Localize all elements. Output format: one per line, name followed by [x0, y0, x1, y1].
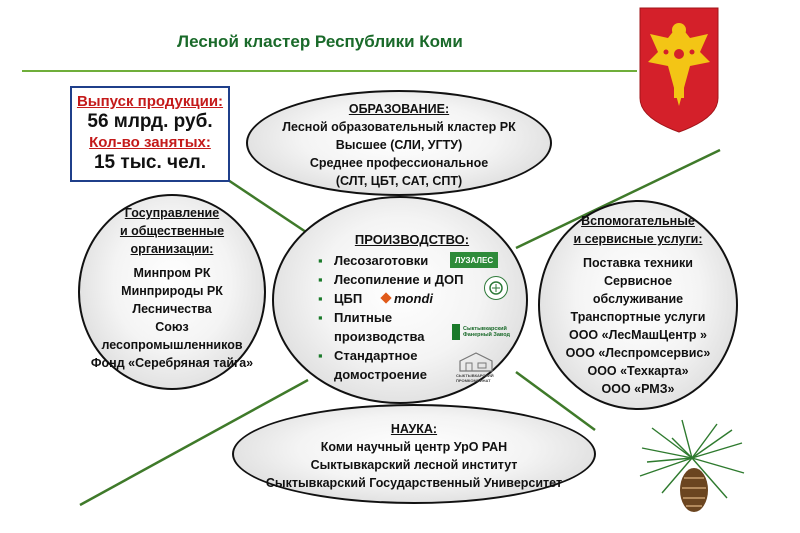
production-text: ПРОИЗВОДСТВО: Лесозаготовки Лесопиление … [318, 232, 518, 384]
production-item-text: Стандартное домостроение [334, 348, 428, 382]
title-underline [22, 70, 637, 72]
government-line: лесопромышленников [101, 338, 243, 352]
plywood-mill-logo-icon [484, 276, 508, 300]
production-heading: ПРОИЗВОДСТВО: [354, 232, 470, 247]
production-item: ЦБП [318, 289, 518, 308]
plywood-plant-text: Сыктывкарский Фанерный Завод [463, 326, 511, 338]
services-line: ООО «ЛесМашЦентр » [568, 328, 707, 342]
education-heading: ОБРАЗОВАНИЕ: [348, 102, 450, 116]
services-heading: и сервисные услуги: [573, 232, 703, 246]
science-text: НАУКА: Коми научный центр УрО РАН Сыктыв… [240, 420, 588, 492]
coat-of-arms-icon [639, 7, 719, 133]
science-line: Сыктывкарский лесной институт [310, 458, 518, 472]
education-line: Высшее (СЛИ, УГТУ) [335, 138, 463, 152]
government-ellipse [78, 194, 266, 390]
house-logo-text: СЫКТЫВКАРСКИЙ ПРОМКОМБИНАТ [456, 373, 494, 383]
mondi-logo: mondi [380, 290, 438, 306]
government-heading: Госуправление [124, 206, 220, 220]
services-heading: Вспомогательные [581, 214, 695, 228]
government-line: Лесничества [132, 302, 212, 316]
education-line: Лесной образовательный кластер РК [282, 120, 516, 134]
plywood-plant-mark-icon [452, 324, 460, 340]
mondi-logo-text: mondi [394, 290, 433, 306]
government-line: Союз [155, 320, 189, 334]
mondi-mark-icon [380, 292, 392, 304]
stats-box: Выпуск продукции: 56 млрд. руб. Кол-во з… [70, 86, 230, 182]
services-line: Поставка техники [583, 256, 693, 270]
government-line: Фонд «Серебряная тайга» [90, 356, 254, 370]
science-ellipse [232, 404, 596, 504]
production-item: Стандартное домостроение [318, 346, 518, 384]
education-ellipse [246, 90, 552, 196]
services-line: Транспортные услуги [570, 310, 706, 324]
government-line: Минпром РК [133, 266, 211, 280]
employed-label: Кол-во занятых: [89, 134, 211, 151]
production-item: Плитные производства [318, 308, 518, 346]
services-ellipse [538, 200, 738, 410]
education-text: ОБРАЗОВАНИЕ: Лесной образовательный клас… [256, 100, 542, 190]
output-value: 56 млрд. руб. [87, 111, 213, 132]
luzales-logo: ЛУЗАЛЕС [450, 252, 498, 268]
services-line: обслуживание [592, 292, 684, 306]
employed-value: 15 тыс. чел. [93, 152, 206, 173]
production-item-text: Плитные производства [334, 310, 425, 344]
government-heading: организации: [130, 242, 214, 256]
science-heading: НАУКА: [390, 422, 438, 436]
government-line: Минприроды РК [121, 284, 223, 298]
page-title: Лесной кластер Республики Коми [177, 32, 463, 51]
education-line: Среднее профессиональное [309, 156, 489, 170]
services-line: Сервисное [603, 274, 673, 288]
services-line: ООО «Техкарта» [587, 364, 689, 378]
plywood-plant-logo: Сыктывкарский Фанерный Завод [452, 320, 514, 344]
production-item: Лесозаготовки [318, 251, 518, 270]
government-heading: и общественные [119, 224, 225, 238]
pine-branch-icon [639, 419, 745, 512]
services-line: ООО «РМЗ» [601, 382, 675, 396]
production-item: Лесопиление и ДОП [318, 270, 518, 289]
science-line: Коми научный центр УрО РАН [320, 440, 508, 454]
services-line: ООО «Леспромсервис» [565, 346, 711, 360]
education-line: (СЛТ, ЦБТ, САТ, СПТ) [335, 174, 463, 188]
house-logo: СЫКТЫВКАРСКИЙ ПРОМКОМБИНАТ [456, 350, 496, 384]
house-icon [459, 352, 493, 372]
science-line: Сыктывкарский Государственный Университе… [265, 476, 563, 490]
services-text: Вспомогательные и сервисные услуги: Пост… [540, 212, 736, 398]
output-label: Выпуск продукции: [76, 93, 224, 110]
government-text: Госуправление и общественные организации… [82, 204, 262, 372]
